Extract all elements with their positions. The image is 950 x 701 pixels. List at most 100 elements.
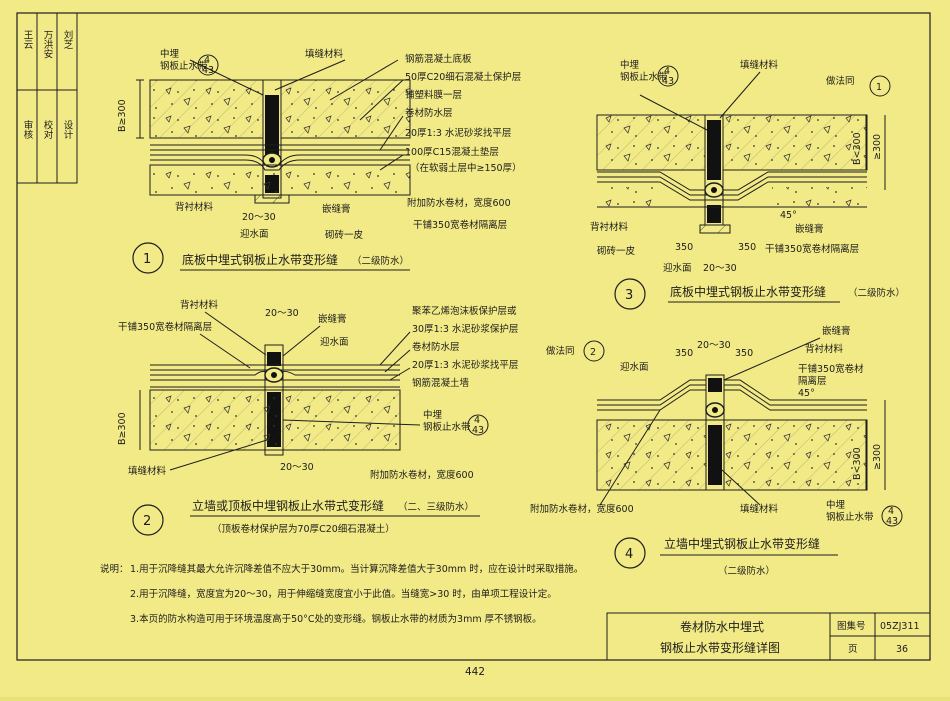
d2-dim-b: B≥300 — [117, 412, 128, 445]
d3-dim-350a: 350 — [675, 242, 693, 253]
d1-sealant: 嵌缝膏 — [322, 203, 351, 215]
d3-method-ref: 1 — [876, 82, 882, 93]
d3-brick: 砌砖一皮 — [597, 245, 636, 257]
strip-row-3: 设计 — [62, 120, 74, 140]
d1-callout-page: 43 — [202, 65, 214, 76]
d1-backing: 背衬材料 — [175, 201, 214, 213]
d1-layer-6: （在软弱土层中≥150厚） — [410, 162, 522, 174]
d1-isolation: 干铺350宽卷材隔离层 — [413, 219, 507, 231]
note-1: 1.用于沉降缝其最大允许沉降差值不应大于30mm。当计算沉降差值大于30mm 时… — [130, 563, 583, 575]
d2-dim-gap: 20～30 — [280, 462, 314, 473]
d4-dim-b: B<300 — [852, 447, 863, 480]
d3-fill-label: 填缝材料 — [740, 59, 779, 71]
page-value: 36 — [896, 644, 908, 655]
note-3: 3.本页的防水构造可用于环境温度高于50°C处的变形缝。钢板止水带的材质为3mm… — [130, 613, 542, 625]
signature-strip: 审核 校对 设计 万洪安 刘芝 王云 — [16, 12, 78, 184]
d1-layer-3: 卷材防水层 — [405, 107, 453, 119]
atlas-label: 图集号 — [837, 620, 866, 632]
d1-layer-4: 20厚1:3 水泥砂浆找平层 — [405, 127, 511, 139]
d1-water-side: 迎水面 — [240, 228, 269, 240]
d1-layer-1: 50厚C20细石混凝土保护层 — [405, 71, 521, 83]
page-number: 442 — [465, 666, 485, 678]
d2-water-side: 迎水面 — [320, 336, 349, 348]
d2-number: 2 — [143, 514, 151, 529]
d4-dim-350a: 350 — [675, 348, 693, 359]
strip-extra-1: 王云 — [22, 30, 34, 50]
d2-callout-page: 43 — [472, 425, 484, 436]
d2-isolation: 干铺350宽卷材隔离层 — [118, 321, 212, 333]
d3-dim-b: B<300 — [852, 132, 863, 165]
d4-dim-350b: 350 — [735, 348, 753, 359]
d4-callout-page: 43 — [886, 516, 898, 527]
d2-layer-1: 30厚1:3 水泥砂浆保护层 — [412, 323, 518, 335]
d3-title: 底板中埋式钢板止水带变形缝 — [670, 284, 826, 299]
d4-isolation: 干铺350宽卷材隔离层 — [798, 363, 864, 387]
d2-callout: 4 — [474, 415, 480, 426]
d3-isolation: 干铺350宽卷材隔离层 — [765, 243, 859, 255]
d1-extra-membrane: 附加防水卷材，宽度600 — [407, 197, 511, 209]
d3-callout: 4 — [664, 66, 670, 77]
detail-1: B≥300 中埋钢板止水带 4 43 填缝材料 钢筋混凝土底板 50厚C20细石… — [117, 48, 522, 274]
d2-dim-top: 20～30 — [265, 308, 299, 319]
d4-method-ref: 2 — [590, 347, 596, 358]
detail-4: B<300 ≥300 做法同 2 350 20～30 350 嵌缝膏 背衬材料 … — [530, 325, 903, 577]
d4-number: 4 — [625, 547, 633, 562]
d2-title: 立墙或顶板中埋钢板止水带式变形缝 — [192, 498, 384, 513]
strip-name-1: 万洪安 — [42, 30, 54, 59]
d1-dim-gap: 20～30 — [242, 212, 276, 223]
d1-title: 底板中埋式钢板止水带变形缝 — [182, 252, 338, 267]
d4-callout: 4 — [888, 506, 894, 517]
d4-title: 立墙中埋式钢板止水带变形缝 — [664, 536, 820, 551]
notes: 说明： 1.用于沉降缝其最大允许沉降差值不应大于30mm。当计算沉降差值大于30… — [100, 563, 583, 625]
title-block: 卷材防水中埋式 钢板止水带变形缝详图 图集号 05ZJ311 页 36 — [606, 612, 931, 661]
strip-row-1: 审核 — [22, 119, 34, 140]
d3-number: 3 — [625, 288, 633, 303]
d1-layer-2: 铺塑料膜一层 — [405, 89, 462, 101]
d4-extra-membrane: 附加防水卷材，宽度600 — [530, 503, 634, 515]
detail-2: B≥300 背衬材料 20～30 嵌缝膏 干铺350宽卷材隔离层 迎水面 聚苯乙… — [117, 299, 518, 536]
d2-layer-3: 20厚1:3 水泥砂浆找平层 — [412, 359, 518, 371]
d1-waterstop-label: 中埋钢板止水带 — [160, 48, 208, 72]
page-label: 页 — [848, 644, 858, 655]
strip-name-2: 刘芝 — [62, 29, 74, 50]
sheet-border — [16, 12, 931, 661]
title-line-2: 钢板止水带变形缝详图 — [660, 640, 780, 655]
d3-callout-page: 43 — [662, 76, 674, 87]
d3-waterstop-label: 中埋钢板止水带 — [620, 59, 668, 83]
d4-dim-gap: 20～30 — [697, 340, 731, 351]
d1-brick: 砌砖一皮 — [325, 229, 364, 241]
d2-waterstop-label: 中埋钢板止水带 — [423, 409, 471, 433]
notes-head: 说明： — [100, 563, 129, 575]
d2-layer-4: 钢筋混凝土墙 — [412, 377, 470, 389]
d3-backing: 背衬材料 — [590, 221, 629, 233]
d2-extra-membrane: 附加防水卷材，宽度600 — [370, 469, 474, 481]
d3-sealant: 嵌缝膏 — [795, 223, 824, 235]
d4-method: 做法同 — [546, 345, 575, 357]
d1-layer-5: 100厚C15混凝土垫层 — [405, 146, 499, 158]
d2-layer-list: 聚苯乙烯泡沫板保护层或 30厚1:3 水泥砂浆保护层 卷材防水层 20厚1:3 … — [379, 305, 518, 389]
d1-layer-list: 钢筋混凝土底板 50厚C20细石混凝土保护层 铺塑料膜一层 卷材防水层 20厚1… — [359, 53, 522, 174]
atlas-value: 05ZJ311 — [880, 621, 920, 632]
d3-water-side: 迎水面 — [663, 262, 692, 274]
d4-angle: 45° — [798, 388, 815, 399]
d1-layer-0: 钢筋混凝土底板 — [405, 53, 472, 65]
d1-callout: 4 — [204, 55, 210, 66]
d4-backing: 背衬材料 — [805, 343, 844, 355]
d1-dim-b: B≥300 — [117, 99, 128, 132]
d2-note: （顶板卷材保护层为70厚C20细石混凝土） — [212, 523, 395, 535]
d2-grade: （二、三级防水） — [398, 501, 474, 513]
d1-fill-label: 填缝材料 — [305, 48, 344, 60]
d4-water-side: 迎水面 — [620, 361, 649, 373]
strip-row-2: 校对 — [42, 119, 54, 139]
d2-backing: 背衬材料 — [180, 299, 219, 311]
d3-grade: （二级防水） — [848, 287, 905, 299]
d1-number: 1 — [143, 252, 151, 267]
d2-fill: 填缝材料 — [128, 465, 167, 477]
d4-sealant: 嵌缝膏 — [822, 325, 851, 337]
d2-layer-0: 聚苯乙烯泡沫板保护层或 — [412, 305, 517, 317]
d4-grade: （二级防水） — [718, 565, 775, 577]
d4-fill: 填缝材料 — [740, 503, 779, 515]
d4-waterstop-label: 中埋钢板止水带 — [826, 499, 874, 523]
